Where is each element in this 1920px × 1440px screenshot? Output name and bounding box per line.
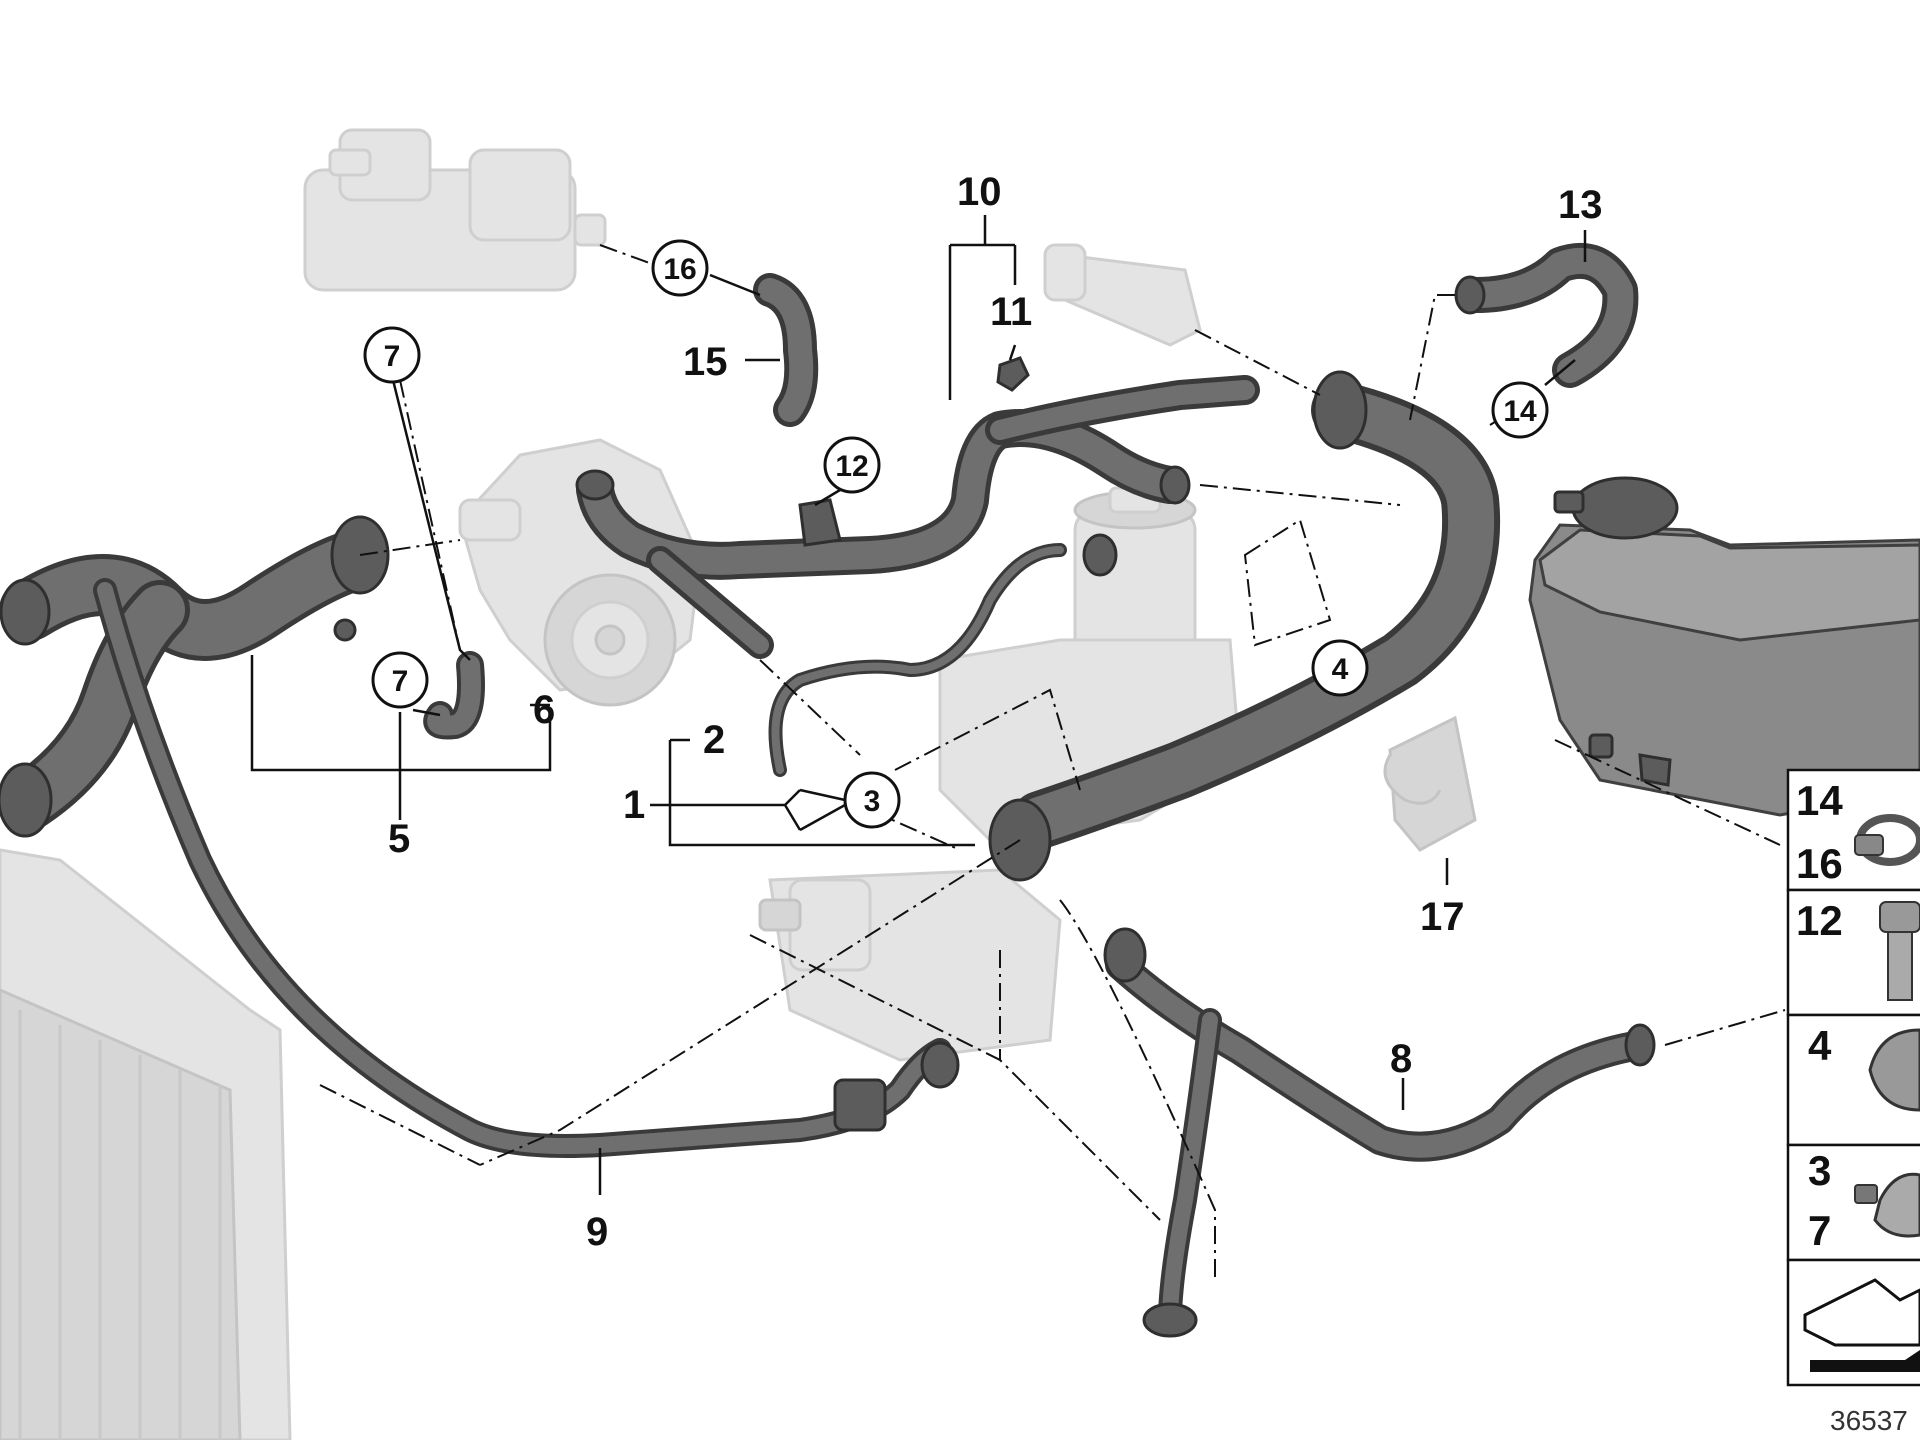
thermostat-housing-ghost xyxy=(1043,243,1202,347)
clamp-ring-icon xyxy=(1868,1028,1920,1112)
hose-2-bleed-pipe xyxy=(768,533,1118,777)
leader-lines xyxy=(250,215,1587,1195)
radiator-ghost xyxy=(0,848,292,1440)
callout-11: 11 xyxy=(990,290,1032,334)
svg-text:12: 12 xyxy=(835,450,868,483)
view-direction-arrow-icon xyxy=(1803,1278,1920,1372)
egr-valve-ghost xyxy=(758,868,1062,1062)
callout-15: 15 xyxy=(683,340,728,384)
circled-callout-7-top: 7 xyxy=(363,326,421,384)
svg-text:14: 14 xyxy=(1503,395,1537,428)
legend-panel: 14 16 12 4 3 7 xyxy=(1786,768,1920,1387)
circled-callout-7-bottom: 7 xyxy=(371,651,429,709)
water-pump-ghost xyxy=(458,438,702,707)
bolt-icon xyxy=(1879,901,1920,1001)
svg-text:16: 16 xyxy=(663,253,696,286)
callout-13: 13 xyxy=(1558,183,1603,227)
legend-7: 7 xyxy=(1808,1207,1831,1254)
callout-8: 8 xyxy=(1390,1037,1412,1081)
svg-text:7: 7 xyxy=(392,665,409,698)
callout-17: 17 xyxy=(1420,895,1465,939)
spring-clamp-icon xyxy=(1854,1172,1920,1238)
svg-text:4: 4 xyxy=(1332,653,1349,686)
callout-1: 1 xyxy=(623,783,645,827)
bracket-12 xyxy=(798,498,842,547)
circled-callout-16: 16 xyxy=(651,239,709,297)
hose-13 xyxy=(1454,243,1639,388)
circled-callout-4: 4 xyxy=(1311,639,1369,697)
hose-9-return-line xyxy=(93,578,960,1158)
hose-15 xyxy=(753,273,819,427)
callout-2: 2 xyxy=(703,718,725,762)
circled-callout-3: 3 xyxy=(843,771,901,829)
egr-cooler-ghost xyxy=(303,128,607,292)
legend-12: 12 xyxy=(1796,897,1843,944)
circled-callout-14: 14 xyxy=(1491,381,1549,439)
svg-text:3: 3 xyxy=(864,785,881,818)
svg-text:7: 7 xyxy=(384,340,401,373)
expansion-tank xyxy=(1528,476,1920,817)
callout-numbers: 1 2 5 6 8 9 10 11 13 15 17 xyxy=(388,170,1603,1254)
hose-10-heater xyxy=(575,375,1260,659)
hose-6-small-bend xyxy=(423,651,485,740)
hose-8-lower xyxy=(1103,927,1656,1338)
legend-4: 4 xyxy=(1808,1022,1832,1069)
callout-6: 6 xyxy=(533,688,555,732)
hose-4-main-upper xyxy=(988,370,1501,882)
bracket-17 xyxy=(1383,715,1477,852)
circled-callouts: 3 4 7 7 12 14 16 xyxy=(363,239,1549,829)
document-id: 36537 xyxy=(1830,1405,1908,1436)
hose-5-radiator-upper xyxy=(0,515,390,838)
legend-3: 3 xyxy=(1808,1147,1831,1194)
hose-clamp-icon xyxy=(1854,814,1920,866)
callout-10: 10 xyxy=(957,170,1002,214)
legend-16: 16 xyxy=(1796,840,1843,887)
legend-14: 14 xyxy=(1796,777,1843,824)
bolt-11 xyxy=(996,356,1030,392)
callout-9: 9 xyxy=(586,1210,608,1254)
circled-callout-12: 12 xyxy=(823,436,881,494)
callout-5: 5 xyxy=(388,817,410,861)
